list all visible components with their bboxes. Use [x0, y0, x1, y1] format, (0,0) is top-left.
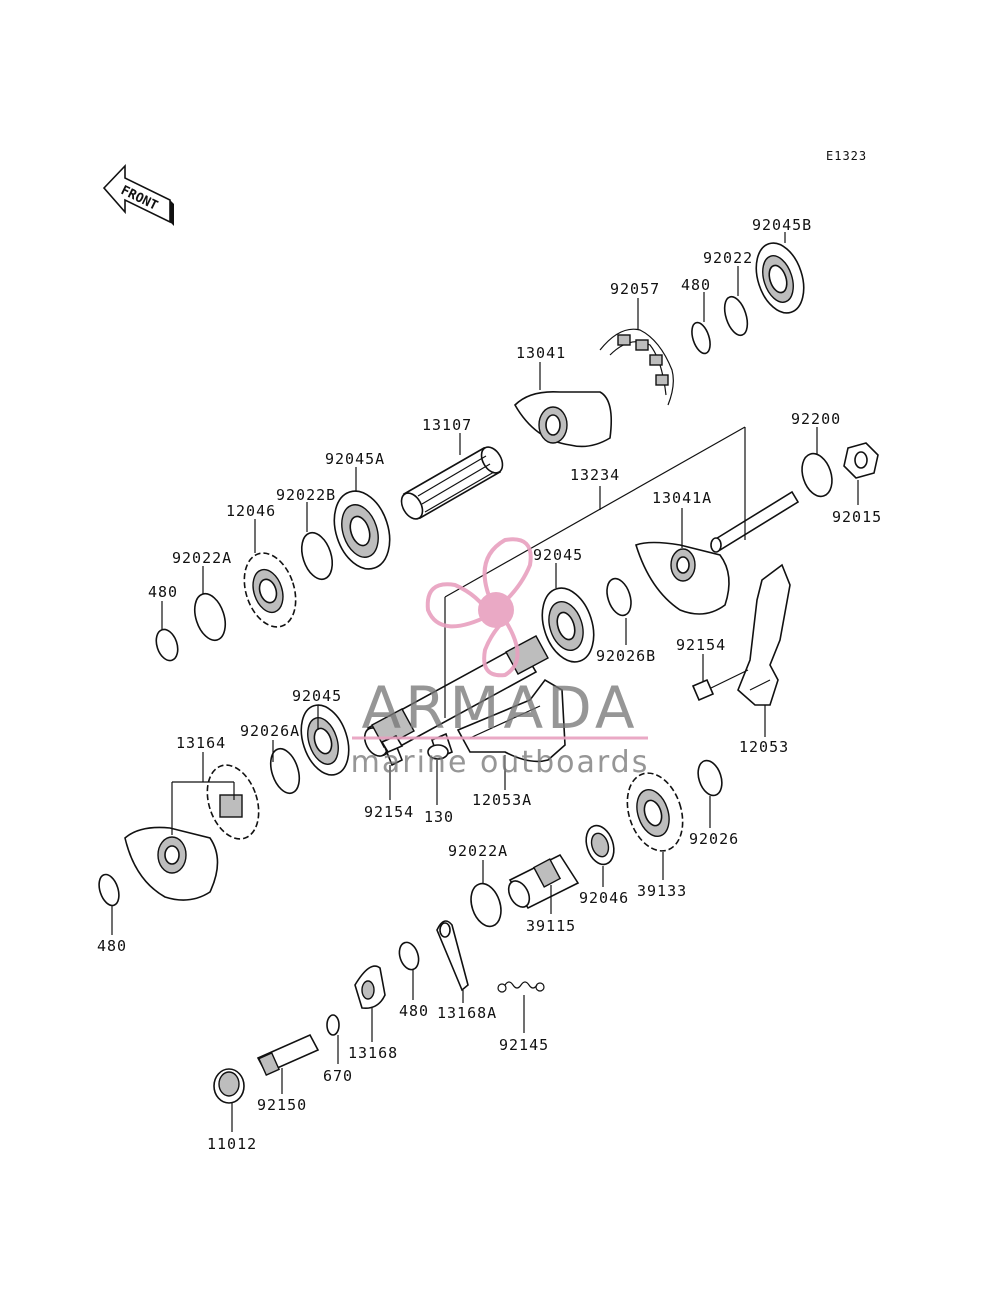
washer-92022A-left	[193, 592, 227, 642]
sprocket-13041	[514, 390, 613, 448]
label-92154-mid: 92154	[364, 803, 414, 821]
label-480-bottomleft: 480	[97, 937, 127, 955]
label-92026A: 92026A	[240, 722, 300, 740]
washer-92026B	[606, 577, 632, 617]
label-13041: 13041	[516, 344, 566, 362]
label-92022A-left: 92022A	[172, 549, 232, 567]
chain-92057	[599, 328, 674, 406]
bolt-92150	[256, 1033, 320, 1076]
bearing-92045A	[333, 490, 391, 570]
spring-92145	[497, 981, 545, 993]
watermark-brand: ARMADA	[361, 674, 638, 742]
label-92022B: 92022B	[276, 486, 336, 504]
leader-lines	[111, 232, 859, 1132]
label-92045-mid: 92045	[533, 546, 583, 564]
label-92200: 92200	[791, 410, 841, 428]
armada-watermark: ARMADA marine outboards	[351, 537, 650, 780]
needle-bearing-92046	[585, 824, 615, 866]
washer-92022A-low	[470, 882, 502, 928]
label-92045-low: 92045	[292, 687, 342, 705]
label-92026B: 92026B	[596, 647, 656, 665]
diagram-code: E1323	[826, 149, 867, 163]
label-39133: 39133	[637, 882, 687, 900]
label-92145: 92145	[499, 1036, 549, 1054]
cap-11012	[213, 1068, 245, 1104]
label-130: 130	[424, 808, 454, 826]
lever-13168A	[436, 920, 469, 992]
washer-92022	[723, 295, 749, 337]
label-92154-right: 92154	[676, 636, 726, 654]
label-39115: 39115	[526, 917, 576, 935]
washer-92026A	[269, 747, 301, 795]
sprocket-12046	[243, 552, 297, 628]
gear-39133	[626, 772, 684, 852]
washer-92022B	[300, 531, 334, 581]
bolt-92154-right	[691, 669, 749, 702]
bearing-92045-mid	[541, 587, 595, 663]
bracket-12053A	[456, 678, 566, 763]
oring-670	[326, 1014, 340, 1036]
bolt-130	[427, 732, 453, 760]
circlip-480-bottomleft	[98, 873, 120, 907]
circlip-480-low	[398, 941, 420, 971]
label-11012: 11012	[207, 1135, 257, 1153]
label-92015: 92015	[832, 508, 882, 526]
label-480-low: 480	[399, 1002, 429, 1020]
label-13041A: 13041A	[652, 489, 712, 507]
label-92045A: 92045A	[325, 450, 385, 468]
cam-13041A	[635, 541, 730, 615]
plate-12053	[737, 563, 791, 706]
shaft-39115	[507, 853, 580, 910]
circlip-480-left	[155, 628, 179, 662]
bearing-92045B	[755, 242, 805, 314]
label-92022: 92022	[703, 249, 753, 267]
label-13107: 13107	[422, 416, 472, 434]
label-13168: 13168	[348, 1044, 398, 1062]
nut-92015	[843, 442, 879, 479]
washer-92026	[697, 759, 723, 797]
label-92026: 92026	[689, 830, 739, 848]
label-480-top: 480	[681, 276, 711, 294]
circlip-480-top	[691, 321, 711, 355]
sprocket-13164	[124, 764, 260, 901]
label-13234: 13234	[570, 466, 620, 484]
label-12053: 12053	[739, 738, 789, 756]
watermark-tagline: marine outboards	[351, 745, 650, 780]
label-92057: 92057	[610, 280, 660, 298]
label-92022A-low: 92022A	[448, 842, 508, 860]
label-92045B: 92045B	[752, 216, 812, 234]
label-670: 670	[323, 1067, 353, 1085]
label-480-left: 480	[148, 583, 178, 601]
propeller-logo-icon	[425, 537, 533, 678]
front-arrow-icon: FRONT	[102, 164, 174, 226]
bearing-92045-low	[300, 704, 350, 776]
pin-shaft	[710, 490, 800, 553]
label-92150: 92150	[257, 1096, 307, 1114]
spline-shaft-13107	[400, 446, 504, 520]
washer-92200	[801, 452, 833, 498]
label-13164: 13164	[176, 734, 226, 752]
label-12046: 12046	[226, 502, 276, 520]
label-12053A: 12053A	[472, 791, 532, 809]
lever-13168	[354, 965, 386, 1010]
label-13168A: 13168A	[437, 1004, 497, 1022]
label-92046: 92046	[579, 889, 629, 907]
